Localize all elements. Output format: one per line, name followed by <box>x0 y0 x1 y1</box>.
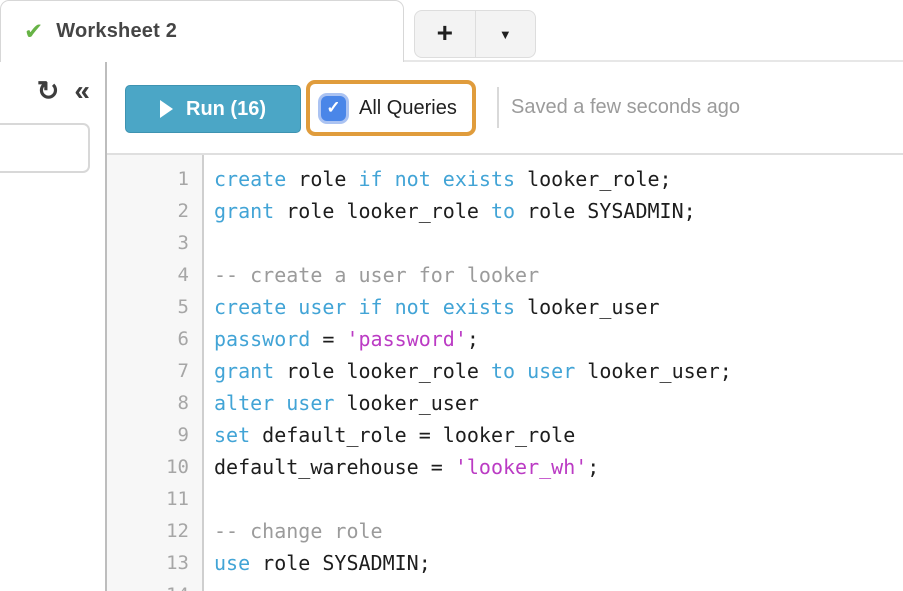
code-segment: grant <box>214 359 275 383</box>
sidebar: ↻ « <box>0 62 105 591</box>
code-segment: 'looker_wh' <box>454 455 588 479</box>
code-line[interactable] <box>214 483 903 515</box>
code-segment: default_role = looker_role <box>250 423 576 447</box>
code-line[interactable]: default_warehouse = 'looker_wh'; <box>214 451 903 483</box>
collapse-sidebar-icon[interactable]: « <box>74 75 90 106</box>
code-segment: looker_role; <box>515 167 672 191</box>
code-segment: role SYSADMIN; <box>250 551 431 575</box>
tab-actions-group: + ▼ <box>414 10 536 58</box>
code-segment: role <box>286 167 359 191</box>
line-number: 14 <box>107 579 189 591</box>
line-number: 1 <box>177 168 189 190</box>
play-icon <box>160 100 173 118</box>
line-number: 9 <box>177 424 189 446</box>
code-segment: default_warehouse = <box>214 455 455 479</box>
line-number: 8 <box>177 392 189 414</box>
sidebar-icon-row: ↻ « <box>0 62 105 105</box>
line-number: 10 <box>166 456 189 478</box>
code-segment: password <box>214 327 311 351</box>
code-segment: alter user <box>214 391 335 415</box>
code-segment: to user <box>490 359 576 383</box>
checkmark-icon: ✓ <box>326 98 341 117</box>
code-segment: set <box>214 423 251 447</box>
sidebar-divider <box>105 62 107 591</box>
gutter: 1234567891011121314 <box>107 155 204 591</box>
toolbar: Run (16) ✓ All Queries Saved a few secon… <box>107 62 903 153</box>
code-line[interactable]: grant role looker_role to user looker_us… <box>214 355 903 387</box>
code-segment: if not exists <box>358 167 516 191</box>
code-line[interactable]: set default_role = looker_role <box>214 419 903 451</box>
code-line[interactable]: create user if not exists looker_user <box>214 291 903 323</box>
all-queries-checkbox[interactable]: ✓ <box>321 95 346 121</box>
code-line[interactable]: -- create a user for looker <box>214 259 903 291</box>
code-segment: grant <box>214 199 275 223</box>
code-segment: looker_user <box>334 391 479 415</box>
line-number: 7 <box>177 360 189 382</box>
code-line[interactable]: create role if not exists looker_role; <box>214 163 903 195</box>
line-number: 4 <box>177 264 189 286</box>
refresh-icon[interactable]: ↻ <box>36 76 60 106</box>
sql-editor: 1234567891011121314 create role if not e… <box>107 153 903 591</box>
code-segment: create <box>214 167 287 191</box>
new-worksheet-button[interactable]: + <box>415 11 476 57</box>
code-segment: role looker_role <box>274 199 491 223</box>
code-segment: looker_user; <box>575 359 732 383</box>
line-number: 11 <box>166 488 189 510</box>
worksheet-menu-button[interactable]: ▼ <box>476 11 536 57</box>
save-status: Saved a few seconds ago <box>511 96 741 118</box>
line-number: 5 <box>177 296 189 318</box>
sidebar-search-input[interactable] <box>0 123 90 173</box>
code-segment: = <box>310 327 347 351</box>
code-line[interactable]: grant role looker_role to role SYSADMIN; <box>214 195 903 227</box>
code-line[interactable]: alter user looker_user <box>214 387 903 419</box>
code-segment: -- create a user for looker <box>214 263 540 287</box>
code-line[interactable] <box>214 227 903 259</box>
line-number: 6 <box>177 328 189 350</box>
tab-bar-bottom-border <box>0 60 903 62</box>
line-number: 12 <box>166 520 189 542</box>
all-queries-label[interactable]: All Queries <box>359 96 457 119</box>
code-lines[interactable]: create role if not exists looker_role;gr… <box>204 155 903 591</box>
code-line[interactable] <box>214 579 903 591</box>
all-queries-highlight-ring: ✓ All Queries <box>306 80 476 136</box>
toolbar-divider <box>497 87 499 128</box>
run-button[interactable]: Run (16) <box>125 85 301 133</box>
chevron-down-icon: ▼ <box>498 26 512 42</box>
code-segment: -- change role <box>214 519 383 543</box>
tab-worksheet-2[interactable]: ✔ Worksheet 2 <box>0 0 404 62</box>
code-segment: 'password' <box>346 327 467 351</box>
code-segment: to <box>490 199 516 223</box>
tab-label: Worksheet 2 <box>56 20 178 42</box>
code-segment: looker_user <box>515 295 660 319</box>
plus-icon: + <box>436 16 453 48</box>
run-button-label: Run (16) <box>186 97 266 120</box>
code-segment: role SYSADMIN; <box>515 199 696 223</box>
line-number: 13 <box>166 552 189 574</box>
code-line[interactable]: password = 'password'; <box>214 323 903 355</box>
code-line[interactable]: use role SYSADMIN; <box>214 547 903 579</box>
line-number: 2 <box>177 200 189 222</box>
code-line[interactable]: -- change role <box>214 515 903 547</box>
worksheet-tab-bar: ✔ Worksheet 2 + ▼ <box>0 0 903 62</box>
code-segment: use <box>214 551 251 575</box>
line-number: 3 <box>177 232 189 254</box>
code-segment: role looker_role <box>274 359 491 383</box>
success-check-icon: ✔ <box>24 18 44 44</box>
code-segment: ; <box>587 455 600 479</box>
code-segment: create user if not exists <box>214 295 516 319</box>
code-segment: ; <box>466 327 479 351</box>
